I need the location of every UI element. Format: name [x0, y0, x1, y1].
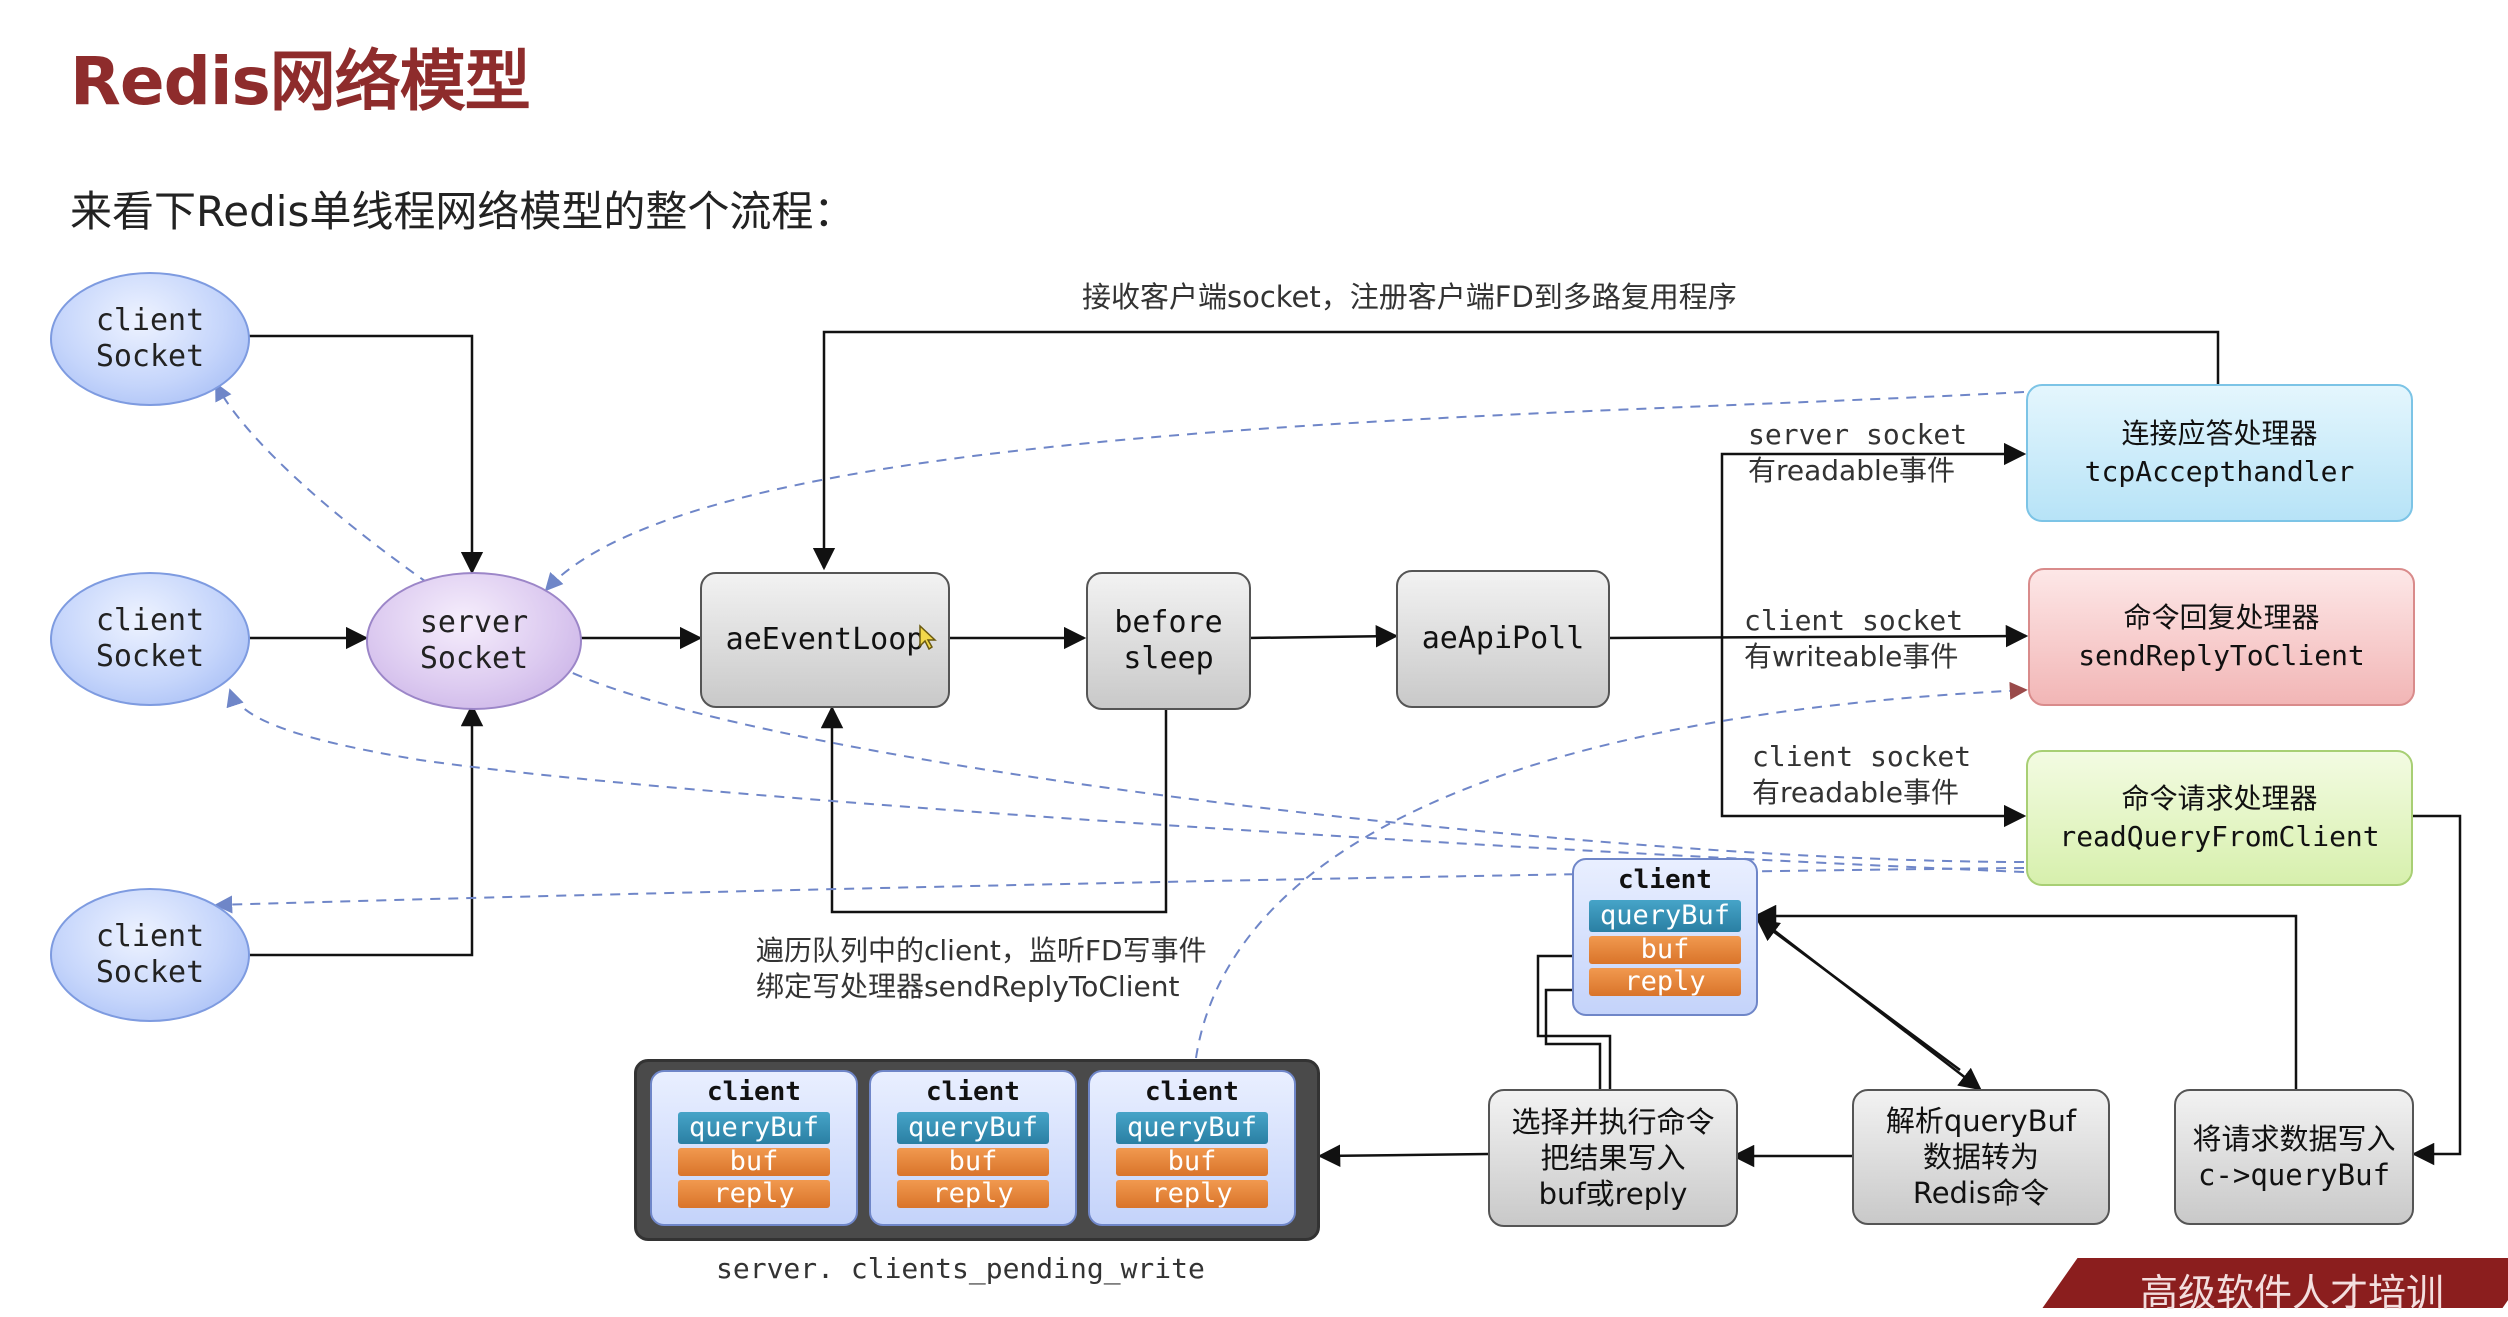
queue-client-1-title: client — [707, 1077, 801, 1107]
brand-banner-text: 高级软件人才培训 — [2140, 1271, 2445, 1315]
client-socket-3-line2: Socket — [95, 955, 205, 990]
write-query-line1: 将请求数据写入 — [2192, 1122, 2396, 1156]
client-socket-2: client Socket — [50, 572, 250, 706]
dashed-read-client1 — [215, 382, 2025, 863]
label-client-readable-2: 有readable事件 — [1752, 776, 1959, 809]
label-server-readable-2: 有readable事件 — [1748, 454, 1955, 487]
reply-handler-box: 命令回复处理器 sendReplyToClient — [2028, 568, 2415, 706]
label-traverse-1: 遍历队列中的client，监听FD写事件 — [756, 934, 1207, 967]
queue-client-1: client queryBuf buf reply — [650, 1070, 858, 1226]
client-socket-1-line2: Socket — [95, 339, 205, 374]
server-socket-line2: Socket — [419, 641, 529, 676]
queue-client-2-title: client — [926, 1077, 1020, 1107]
ae-api-poll-label: aeApiPoll — [1421, 621, 1585, 656]
client-socket-1: client Socket — [50, 272, 250, 406]
ae-api-poll-box: aeApiPoll — [1396, 570, 1610, 708]
queue-client-3-title: client — [1145, 1077, 1239, 1107]
exec-command-line3: buf或reply — [1538, 1177, 1688, 1211]
accept-handler-cn: 连接应答处理器 — [2121, 417, 2318, 450]
queue-client-3-buf: buf — [1116, 1148, 1268, 1176]
edge-poll-accept — [1720, 442, 2027, 638]
mouse-cursor-icon — [919, 624, 937, 650]
client-socket-1-line1: client — [95, 303, 205, 338]
client-socket-3: client Socket — [50, 888, 250, 1022]
parse-query-box: 解析queryBuf 数据转为 Redis命令 — [1852, 1089, 2110, 1225]
label-client-writeable-1: client socket — [1744, 604, 1964, 637]
client-socket-2-line1: client — [95, 603, 205, 638]
edge-client3-server — [246, 703, 484, 957]
queue-client-2-buf: buf — [897, 1148, 1049, 1176]
edge-writequery-querybuf — [1753, 904, 2298, 1089]
ae-event-loop-label: aeEventLoop — [725, 622, 925, 657]
queue-client-2-querybuf: queryBuf — [897, 1112, 1049, 1144]
queue-client-3-reply: reply — [1116, 1180, 1268, 1208]
client-struct-reply: reply — [1589, 968, 1741, 996]
queue-client-1-buf: buf — [678, 1148, 830, 1176]
read-handler-cn: 命令请求处理器 — [2121, 782, 2318, 815]
page-title: Redis网络模型 — [70, 43, 531, 120]
read-handler-box: 命令请求处理器 readQueryFromClient — [2026, 750, 2413, 886]
queue-client-2: client queryBuf buf reply — [869, 1070, 1077, 1226]
edge-exec-queue — [1317, 1144, 1489, 1168]
queue-client-3-querybuf: queryBuf — [1116, 1112, 1268, 1144]
edge-read-writequery — [2409, 814, 2462, 1166]
server-socket: server Socket — [366, 572, 582, 710]
reply-handler-cn: 命令回复处理器 — [2123, 601, 2320, 634]
client-struct-buf: buf — [1589, 936, 1741, 964]
ae-event-loop-box: aeEventLoop — [700, 572, 950, 708]
read-handler-en: readQueryFromClient — [2059, 820, 2380, 853]
client-struct-title: client — [1618, 865, 1712, 895]
queue-client-1-querybuf: queryBuf — [678, 1112, 830, 1144]
queue-client-1-reply: reply — [678, 1180, 830, 1208]
exec-command-line2: 把结果写入 — [1540, 1141, 1686, 1175]
queue-client-3: client queryBuf buf reply — [1088, 1070, 1296, 1226]
edge-exec-reply — [1544, 978, 1602, 1090]
label-pending-queue: server. clients_pending_write — [716, 1252, 1205, 1285]
dashed-read-client3 — [214, 867, 2025, 914]
accept-handler-box: 连接应答处理器 tcpAccepthandler — [2026, 384, 2413, 522]
reply-handler-en: sendReplyToClient — [2078, 639, 2365, 672]
label-traverse-2: 绑定写处理器sendReplyToClient — [756, 970, 1180, 1003]
edge-client1-server — [246, 334, 484, 575]
write-query-box: 将请求数据写入 c->queryBuf — [2174, 1089, 2414, 1225]
edge-beforesleep-loop — [820, 705, 1168, 914]
before-sleep-line2: sleep — [1123, 641, 1214, 676]
before-sleep-line1: before — [1114, 605, 1223, 640]
exec-command-line1: 选择并执行命令 — [1511, 1105, 1715, 1139]
edge-exec-buf — [1536, 944, 1612, 1090]
dashed-queue-reply — [1195, 681, 2028, 1059]
page-subtitle: 来看下Redis单线程网络模型的整个流程： — [70, 187, 856, 236]
queue-client-2-reply: reply — [897, 1180, 1049, 1208]
edge-poll-read — [1720, 638, 2027, 828]
client-struct: client queryBuf buf reply — [1572, 858, 1758, 1016]
edge-parse-querybuf — [1756, 918, 1961, 1072]
parse-query-line3: Redis命令 — [1912, 1176, 2050, 1210]
client-socket-2-line2: Socket — [95, 639, 205, 674]
parse-query-line1: 解析queryBuf — [1885, 1104, 2077, 1138]
exec-command-box: 选择并执行命令 把结果写入 buf或reply — [1488, 1089, 1738, 1227]
write-query-line2: c->queryBuf — [2197, 1158, 2391, 1192]
label-top-loop: 接收客户端socket，注册客户端FD到多路复用程序 — [1082, 280, 1737, 314]
server-socket-line1: server — [419, 605, 529, 640]
accept-handler-en: tcpAccepthandler — [2084, 455, 2355, 488]
label-server-readable-1: server socket — [1748, 418, 1968, 451]
dashed-read-client2 — [226, 688, 2025, 873]
client-struct-querybuf: queryBuf — [1589, 900, 1741, 932]
edge-beforesleep-poll — [1246, 625, 1399, 648]
parse-query-line2: 数据转为 — [1922, 1140, 2039, 1174]
client-socket-3-line1: client — [95, 919, 205, 954]
edge-poll-reply — [1605, 624, 2029, 648]
label-client-writeable-2: 有writeable事件 — [1744, 640, 1959, 673]
label-client-readable-1: client socket — [1752, 740, 1972, 773]
before-sleep-box: before sleep — [1086, 572, 1251, 710]
edge-accept-eventloop — [812, 330, 2220, 571]
